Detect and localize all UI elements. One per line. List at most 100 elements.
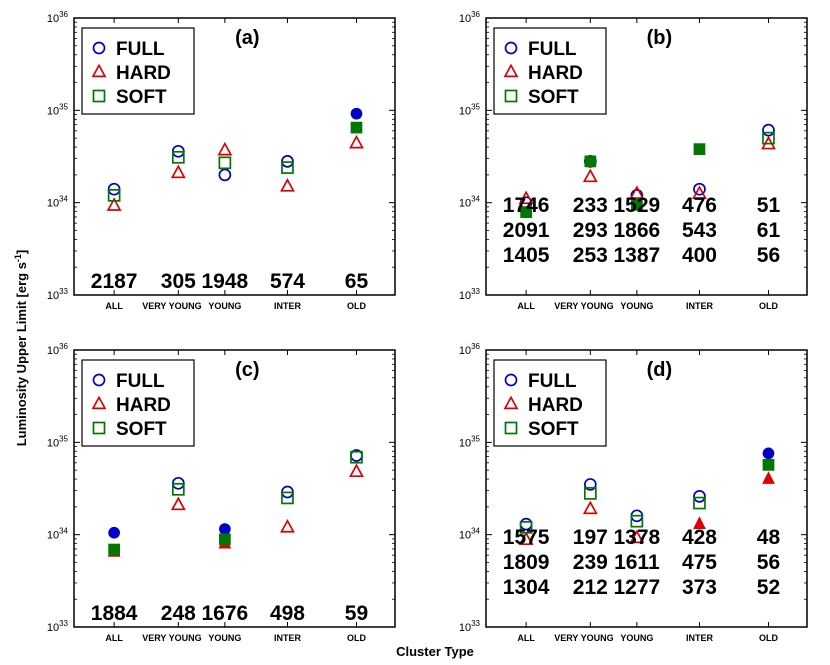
legend-entry: FULL [528,371,577,392]
legend-entry: HARD [116,63,171,84]
panel-label: (a) [235,27,259,49]
y-tick-label: 1036 [459,10,481,25]
x-tick-label: YOUNG [208,633,241,643]
y-tick-label: 1036 [459,342,481,357]
y-tick-label: 1035 [459,434,481,449]
count-label: 239 [573,551,608,574]
count-label: 475 [682,551,717,574]
legend-marker [504,41,518,55]
x-tick-label: OLD [347,633,366,643]
data-point-full [350,107,363,120]
data-point-soft [693,143,706,155]
data-point-hard [629,185,645,199]
count-label: 1948 [202,270,249,293]
x-tick-label: YOUNG [620,301,653,311]
count-label: 56 [757,244,780,267]
x-tick-label: VERY YOUNG [142,301,201,311]
data-point-soft [108,543,120,556]
data-point-soft [107,189,121,202]
count-label: 2091 [503,219,550,242]
data-point-full [693,182,706,196]
legend-marker [503,395,519,410]
count-label: 61 [757,219,781,242]
y-tick-label: 1036 [47,342,69,357]
data-point-soft [350,121,363,134]
data-point-hard [582,168,598,183]
y-tick-label: 1034 [47,527,69,542]
count-label: 51 [757,194,781,217]
count-label: 1866 [614,219,661,242]
legend-entry: HARD [116,395,171,416]
count-label: 373 [682,576,717,599]
x-tick-label: INTER [686,633,714,643]
y-tick-label: 1035 [47,102,69,117]
data-point-full [218,168,232,182]
x-tick-label: YOUNG [208,301,241,311]
x-tick-label: INTER [686,301,714,311]
panel-label: (b) [647,27,673,49]
data-point-soft [219,533,231,546]
legend-marker [92,41,106,55]
x-tick-label: YOUNG [620,633,653,643]
count-label: 574 [270,270,305,293]
legend-entry: SOFT [116,87,167,108]
data-point-soft [171,150,185,164]
x-tick-label: OLD [759,633,778,643]
legend-entry: HARD [528,395,583,416]
count-label: 305 [161,270,196,293]
data-point-hard [518,190,534,205]
legend-marker [91,63,107,78]
count-label: 197 [573,526,608,549]
data-point-soft [171,482,185,496]
data-point-soft [218,156,232,170]
legend-marker [91,395,107,410]
data-point-soft [281,161,294,174]
count-label: 65 [345,270,369,293]
count-label: 1387 [614,244,661,267]
data-point-hard [170,164,186,179]
legend-entry: SOFT [528,419,579,440]
legend-marker [503,63,519,78]
legend-entry: SOFT [528,87,579,108]
data-point-hard [692,185,707,199]
legend-marker [504,421,518,435]
x-tick-label: OLD [759,301,778,311]
plot-frame [73,349,396,628]
data-point-hard [106,197,122,211]
count-label: 293 [573,219,608,242]
data-point-soft [762,459,775,471]
count-label: 48 [757,526,781,549]
count-label: 1809 [503,551,550,574]
legend-marker [92,421,106,435]
count-label: 498 [270,602,305,625]
x-tick-label: ALL [517,633,535,643]
data-point-hard [582,500,598,515]
y-tick-label: 1033 [459,287,481,302]
count-label: 56 [757,551,780,574]
data-point-hard [217,141,233,156]
plot-frame [485,349,808,628]
data-point-full [693,490,706,503]
y-tick-label: 1034 [459,527,481,542]
data-point-full [762,447,775,460]
x-tick-label: INTER [274,633,302,643]
count-label: 1611 [614,551,660,574]
y-tick-label: 1034 [47,195,69,210]
count-label: 59 [345,602,368,625]
legend-entry: SOFT [116,419,167,440]
y-tick-label: 1033 [47,287,69,302]
count-label: 52 [757,576,780,599]
data-point-full [583,478,597,491]
legend-entry: FULL [116,371,165,392]
count-label: 1529 [614,194,661,217]
count-label: 1405 [503,244,550,267]
data-point-hard [762,471,775,484]
legend-entry: HARD [528,63,583,84]
count-label: 1746 [503,194,550,217]
data-point-hard [349,463,364,478]
count-label: 543 [682,219,717,242]
count-label: 1575 [503,526,550,549]
x-tick-label: ALL [105,633,123,643]
